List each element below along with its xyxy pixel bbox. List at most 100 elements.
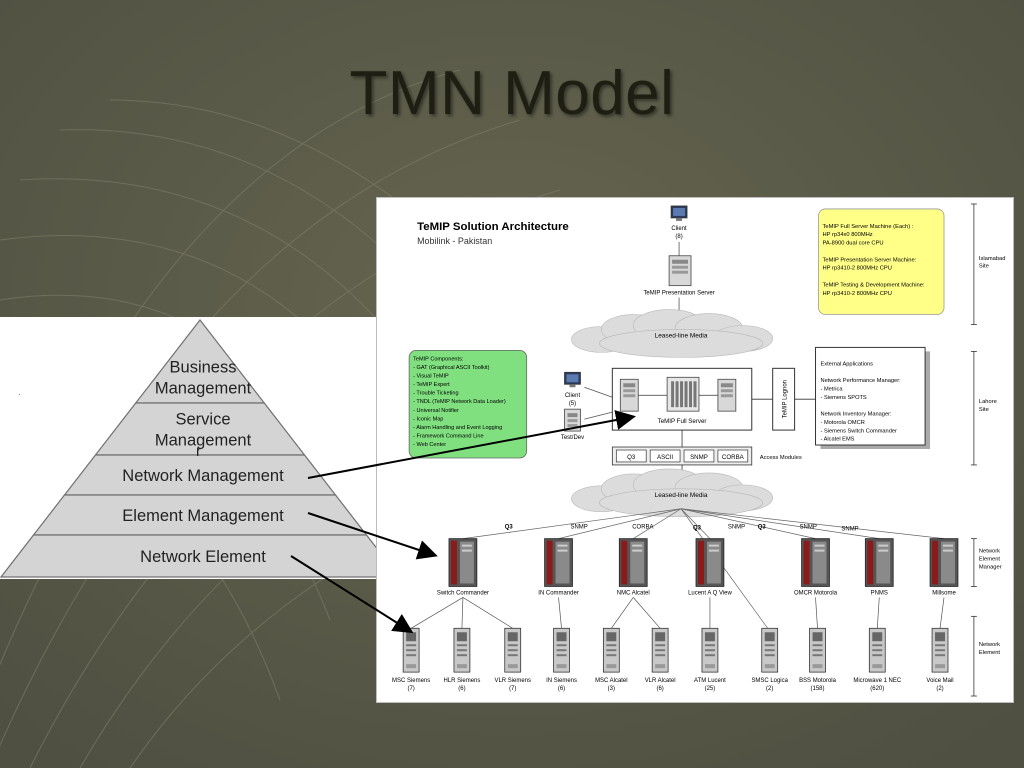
pyramid-layer-label: Network Management <box>122 467 284 485</box>
network-element-count: (2) <box>766 686 773 692</box>
manager-server-icon <box>929 538 959 587</box>
element-link-line <box>815 597 818 629</box>
element-link-line <box>632 597 661 629</box>
pyramid-layer-label: Management <box>155 380 252 398</box>
presentation-server-icon <box>668 255 692 287</box>
site-label: Site <box>979 264 989 270</box>
pyramid-layer-label: Business <box>170 359 237 377</box>
network-element-count: (158) <box>811 686 825 692</box>
stray-mark: r <box>196 443 201 460</box>
client-mid-label: Client <box>565 393 581 399</box>
protocol-label: Q3 <box>693 526 702 532</box>
slide-title: TMN Model <box>349 59 675 128</box>
site-label: Islamabad <box>979 256 1006 262</box>
access-module-label: ASCII <box>657 454 673 461</box>
protocol-label: Q3 <box>505 525 514 531</box>
manager-server-icon <box>695 538 725 587</box>
components-line: - Iconic Map <box>413 416 443 422</box>
network-element-label: IN Siemens <box>546 678 577 684</box>
pyramid-layer-label: Service <box>175 411 230 429</box>
svg-text:·: · <box>18 390 21 399</box>
components-line: - Framework Command Line <box>413 433 483 439</box>
site-label: Manager <box>979 565 1002 571</box>
protocol-label: SNMP <box>800 525 817 531</box>
external-apps-line: - Siemens SPOTS <box>821 395 867 401</box>
manager-label: Switch Commander <box>437 590 489 596</box>
manager-label: Millsome <box>932 590 956 596</box>
network-element-label: Microwave 1 NEC <box>853 678 901 684</box>
network-element-label: MSC Siemens <box>392 678 430 684</box>
link-line <box>584 411 613 420</box>
manager-label: PNMS <box>871 590 888 596</box>
external-apps-line: - Motorola OMCR <box>821 420 865 426</box>
components-line: - Visual TeMIP <box>413 373 449 379</box>
manager-link-line <box>680 508 711 539</box>
manager-server-icon <box>448 538 478 587</box>
server-specs-line: HP rp3410-2 800MHz CPU <box>822 266 891 272</box>
network-element-icon <box>701 627 719 673</box>
external-apps-line: External Applications <box>821 361 874 367</box>
client-mid-count: (5) <box>569 401 576 407</box>
server-specs-line: HP rp3410-2 800MHz CPU <box>822 291 891 297</box>
manager-server-icon <box>864 538 894 587</box>
components-line: - TeMIP Expert <box>413 382 450 388</box>
manager-link-line <box>558 508 682 539</box>
network-element-icon <box>931 627 949 673</box>
full-server-node-icon <box>717 378 737 412</box>
client-top-count: (8) <box>675 234 682 240</box>
storage-slot <box>671 381 675 408</box>
element-link-line <box>939 597 945 629</box>
network-element-label: Voice Mail <box>926 678 953 684</box>
manager-link-line <box>681 508 945 539</box>
architecture-subtitle: Mobilink - Pakistan <box>417 236 492 246</box>
link-line <box>584 386 613 398</box>
storage-slot <box>684 381 688 408</box>
server-specs-line: TeMIP Testing & Development Machine: <box>822 282 924 288</box>
protocol-label: SNMP <box>570 525 587 531</box>
storage-slot <box>680 381 684 408</box>
client-mid-monitor-icon <box>564 371 581 388</box>
element-link-line <box>410 597 464 629</box>
protocol-label: Q3 <box>758 525 767 531</box>
access-module-label: SNMP <box>690 454 708 461</box>
network-element-icon <box>504 627 522 673</box>
network-element-count: (6) <box>656 686 663 692</box>
pyramid-layer <box>0 534 378 578</box>
server-specs-note <box>818 208 945 315</box>
element-link-line <box>876 597 880 629</box>
components-line: - Trouble Ticketing <box>413 391 458 397</box>
full-server-node-icon <box>619 378 639 412</box>
protocol-label: SNMP <box>841 527 858 533</box>
manager-server-icon <box>544 538 573 587</box>
network-element-icon <box>761 627 779 673</box>
network-element-label: MSC Alcatel <box>595 678 628 684</box>
leased-line-cloud-bottom <box>571 468 773 518</box>
site-label: Network <box>979 642 1000 648</box>
network-element-label: HLR Siemens <box>444 678 481 684</box>
site-label: Lahore <box>979 399 997 405</box>
network-element-icon <box>868 627 886 673</box>
network-element-label: ATM Lucent <box>694 678 726 684</box>
manager-link-line <box>681 508 880 539</box>
network-element-label: VLR Siemens <box>494 678 531 684</box>
client-top-monitor-icon <box>670 205 688 221</box>
full-server-label: TeMIP Full Server <box>658 418 707 425</box>
network-element-icon <box>453 627 471 673</box>
site-label: Network <box>979 549 1000 555</box>
client-top-label: Client <box>671 226 687 232</box>
components-line: - Universal Notifier <box>413 408 459 414</box>
network-element-icon <box>651 627 669 673</box>
architecture-title: TeMIP Solution Architecture <box>417 221 569 233</box>
components-line: - Alarm Handling and Event Logging <box>413 425 502 431</box>
manager-label: NMC Alcatel <box>617 590 650 596</box>
protocol-label: SNMP <box>728 525 745 531</box>
server-specs-line: TeMIP Full Server Machine (Each) : <box>822 224 913 230</box>
storage-slot <box>675 381 679 408</box>
network-element-icon <box>402 627 420 673</box>
network-element-count: (6) <box>458 686 465 692</box>
network-element-label: SMSC Logica <box>751 678 788 684</box>
components-line: - GAT (Graphical ASCII Toolkit) <box>413 365 489 371</box>
server-specs-line: HP rp34x0 800MHz <box>822 232 872 238</box>
network-element-count: (7) <box>509 686 516 692</box>
manager-label: Lucent A Q View <box>688 590 732 596</box>
